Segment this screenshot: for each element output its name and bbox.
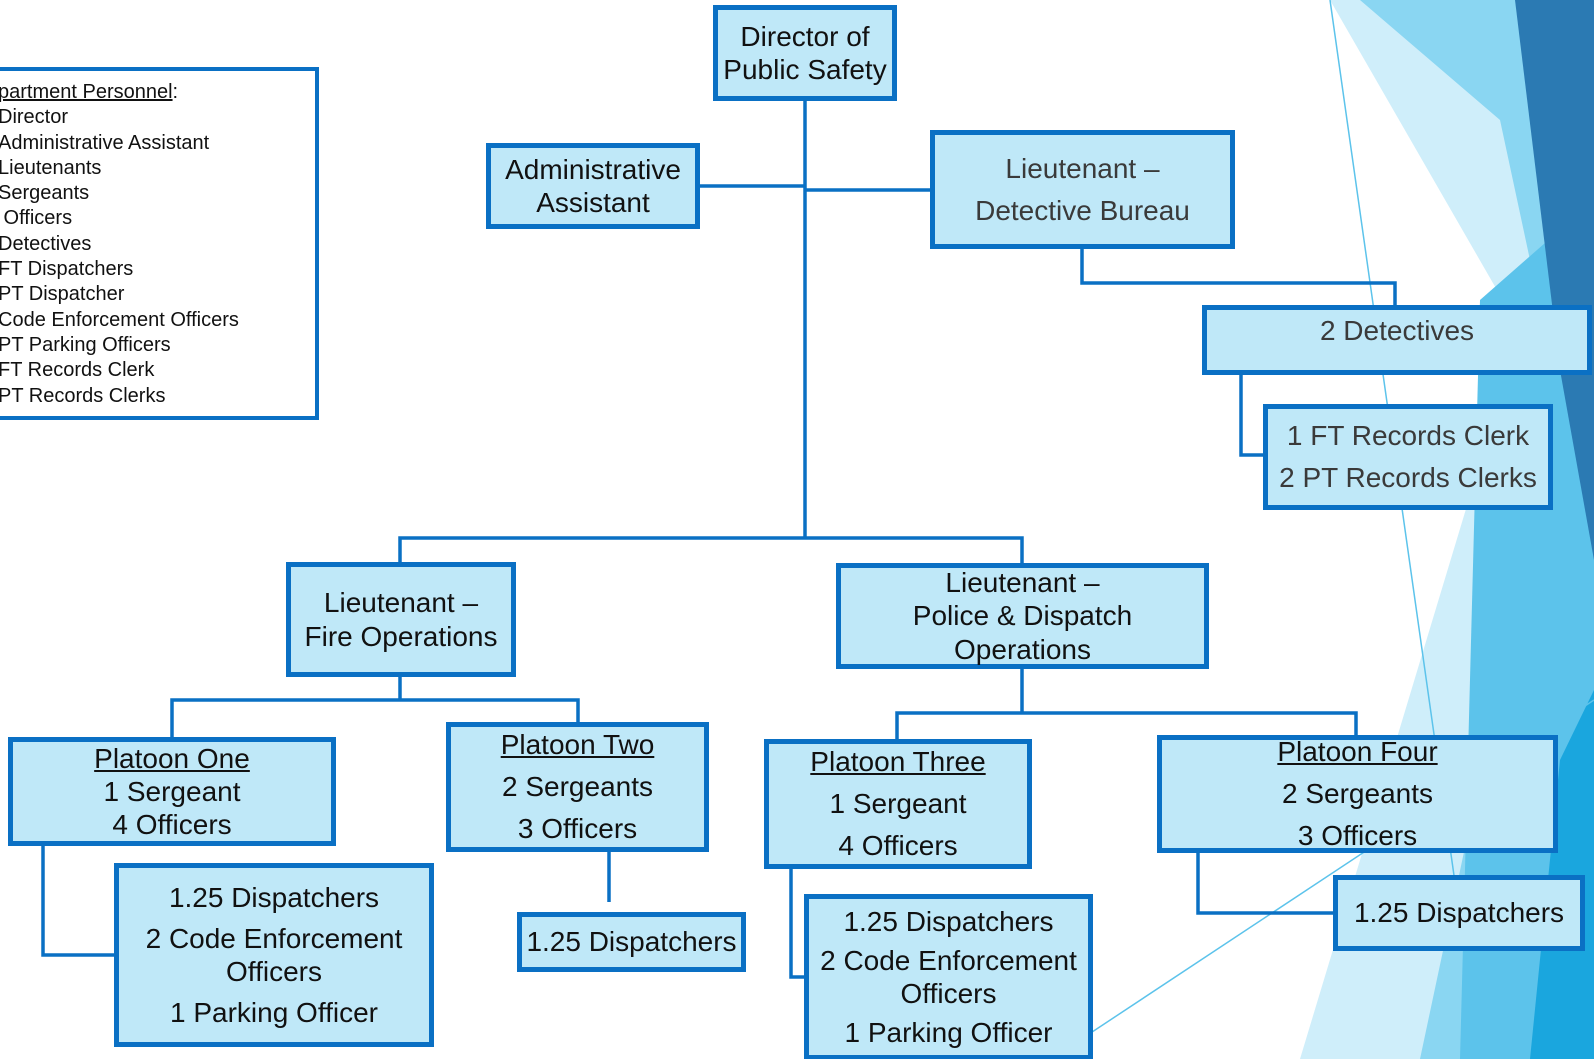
legend-item: Director — [0, 106, 69, 129]
lt-detective-line-1: Lieutenant – — [1005, 152, 1160, 184]
platoon-four-line-1: 2 Sergeants — [1282, 778, 1433, 809]
lt-police-box: Lieutenant – Police & Dispatch Operation… — [836, 563, 1209, 669]
platoon-one-line-2: 4 Officers — [112, 809, 232, 841]
p3-support-line-2: 2 Code Enforcement — [820, 944, 1077, 976]
connector-p1-support — [41, 844, 118, 957]
platoon-two-box: Platoon Two 2 Sergeants 3 Officers — [446, 722, 709, 852]
lt-detective-box: Lieutenant – Detective Bureau — [930, 130, 1235, 249]
connector-police-to-platoons — [895, 668, 1358, 740]
p1-support-line-3: Officers — [226, 956, 322, 987]
connector-detectives-to-records — [1239, 374, 1266, 457]
records-line-2: 2 PT Records Clerks — [1279, 462, 1537, 493]
platoon-one-title: Platoon One — [94, 742, 250, 774]
legend-item: Detectives — [0, 232, 92, 255]
platoon-two-line-1: 2 Sergeants — [502, 771, 653, 802]
legend-title-line: partment Personnel: — [0, 80, 315, 105]
records-line-1: 1 FT Records Clerk — [1286, 420, 1530, 451]
legend-title-suffix: : — [172, 81, 179, 103]
p3-support-line-4: 1 Parking Officer — [844, 1017, 1053, 1049]
platoon-three-line-2: 4 Officers — [838, 830, 958, 861]
platoon-four-line-2: 3 Officers — [1297, 820, 1418, 851]
p1-support-box: 1.25 Dispatchers 2 Code Enforcement Offi… — [114, 863, 434, 1047]
admin-assistant-line-2: Assistant — [536, 187, 650, 218]
detectives-box: 2 Detectives — [1202, 305, 1592, 375]
p3-support-line-3: Officers — [900, 978, 997, 1009]
detectives-line-1: 2 Detectives — [1319, 315, 1475, 346]
p3-support-box: 1.25 Dispatchers 2 Code Enforcement Offi… — [804, 894, 1093, 1059]
legend-item: Code Enforcement Officers — [0, 308, 239, 331]
p4-support-box: 1.25 Dispatchers — [1333, 875, 1585, 951]
connector-p4-support — [1196, 851, 1337, 915]
director-box: Director of Public Safety — [713, 5, 897, 101]
p1-support-line-4: 1 Parking Officer — [169, 997, 379, 1029]
platoon-four-title: Platoon Four — [1277, 736, 1438, 767]
platoon-three-title: Platoon Three — [810, 746, 986, 777]
lt-fire-line-1: Lieutenant – — [323, 587, 479, 619]
platoon-two-title: Platoon Two — [500, 729, 655, 760]
platoon-two-line-2: 3 Officers — [517, 813, 638, 844]
legend-title: partment Personnel — [0, 81, 173, 103]
p3-support-line-1: 1.25 Dispatchers — [843, 905, 1054, 937]
director-line-1: Director of — [740, 20, 870, 52]
connector-fire-to-platoons — [170, 675, 580, 738]
p1-support-line-2: 2 Code Enforcement — [145, 922, 403, 954]
connector-p3-support — [789, 867, 807, 979]
legend-item: FT Dispatchers — [0, 258, 134, 281]
connector-detective-to-detectives — [1080, 247, 1397, 308]
p1-support-line-1: 1.25 Dispatchers — [168, 881, 380, 913]
legend-item: Officers — [0, 207, 73, 230]
legend-item: Sergeants — [0, 182, 90, 205]
lt-fire-line-2: Fire Operations — [304, 620, 498, 652]
platoon-three-box: Platoon Three 1 Sergeant 4 Officers — [764, 739, 1032, 869]
platoon-three-line-1: 1 Sergeant — [829, 788, 967, 819]
bg-shape-dark — [1515, 0, 1594, 560]
legend-item: PT Records Clerks — [0, 384, 166, 407]
p2-support-line-1: 1.25 Dispatchers — [526, 926, 737, 958]
platoon-one-box: Platoon One 1 Sergeant 4 Officers — [8, 737, 336, 846]
legend-item: Lieutenants — [0, 156, 102, 179]
lt-fire-box: Lieutenant – Fire Operations — [286, 562, 516, 677]
records-box: 1 FT Records Clerk 2 PT Records Clerks — [1263, 404, 1553, 510]
connector-lieutenant-bar — [398, 536, 1024, 564]
director-line-2: Public Safety — [723, 54, 887, 85]
personnel-legend: partment Personnel: Director Administrat… — [0, 67, 319, 420]
legend-item: PT Parking Officers — [0, 333, 171, 356]
lt-police-line-1: Lieutenant – — [945, 567, 1100, 599]
platoon-four-box: Platoon Four 2 Sergeants 3 Officers — [1157, 735, 1558, 853]
admin-assistant-line-1: Administrative — [505, 153, 681, 185]
lt-police-line-2: Police & Dispatch — [912, 600, 1133, 632]
p4-support-line-1: 1.25 Dispatchers — [1353, 897, 1565, 929]
lt-police-line-3: Operations — [954, 633, 1091, 665]
legend-item: FT Records Clerk — [0, 359, 155, 382]
legend-item: PT Dispatcher — [0, 283, 125, 306]
admin-assistant-box: Administrative Assistant — [486, 143, 700, 229]
platoon-one-line-1: 1 Sergeant — [103, 775, 241, 807]
legend-item: Administrative Assistant — [0, 131, 210, 154]
p2-support-box: 1.25 Dispatchers — [517, 912, 746, 972]
bg-shape-bright — [1530, 690, 1594, 1059]
lt-detective-line-2: Detective Bureau — [975, 194, 1190, 226]
